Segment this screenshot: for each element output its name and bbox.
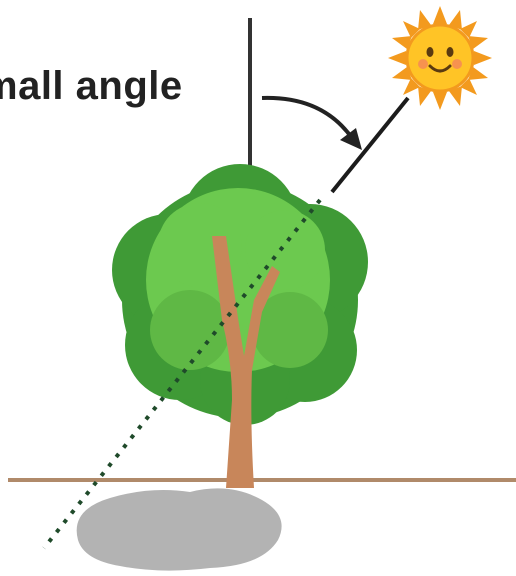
angle-arrow [262,98,362,150]
sun-icon [388,6,492,110]
angle-label: mall angle [0,66,183,106]
sun-ray-line [332,98,408,192]
tree-shadow [77,488,282,570]
tree-icon [112,164,368,488]
